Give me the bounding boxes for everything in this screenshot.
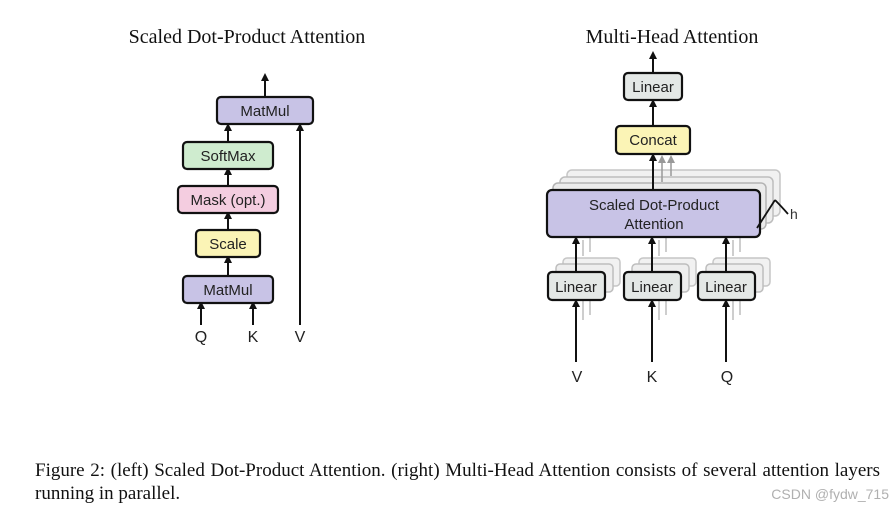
- matmul-top-label: MatMul: [240, 103, 289, 120]
- softmax-box: SoftMax: [181, 140, 275, 171]
- linear-v-box: Linear: [546, 270, 607, 302]
- q-mha-input-label: Q: [721, 369, 733, 386]
- v-input-label: V: [295, 329, 306, 346]
- scale-label: Scale: [209, 236, 247, 253]
- matmul-bottom-label: MatMul: [203, 282, 252, 299]
- k-mha-input-label: K: [647, 369, 658, 386]
- attention-label-line1: Scaled Dot-Product: [589, 197, 720, 214]
- linear-top-box: Linear: [622, 71, 684, 102]
- attention-label-line2: Attention: [624, 216, 683, 233]
- linear-v-label: Linear: [555, 279, 597, 296]
- linear-top-label: Linear: [632, 79, 674, 96]
- heads-marker: h: [756, 199, 798, 229]
- parallel-head-arrows: [658, 155, 675, 182]
- concat-box: Concat: [614, 124, 692, 156]
- attention-box: Scaled Dot-Product Attention: [545, 188, 762, 239]
- matmul-bottom-box: MatMul: [181, 274, 275, 305]
- q-input-label: Q: [195, 329, 207, 346]
- scaled-dot-product-diagram: MatMul SoftMax Mask (opt.) Scale MatMul …: [176, 73, 315, 346]
- mask-box: Mask (opt.): [176, 184, 280, 215]
- mask-label: Mask (opt.): [190, 192, 265, 209]
- v-mha-input-label: V: [572, 369, 583, 386]
- concat-label: Concat: [629, 132, 677, 149]
- linear-q-box: Linear: [696, 270, 757, 302]
- right-diagram-title: Multi-Head Attention: [585, 26, 759, 48]
- k-input-label: K: [248, 329, 259, 346]
- multi-head-attention-diagram: Linear Concat Scaled Dot-Product Attenti…: [545, 51, 798, 386]
- scale-box: Scale: [194, 228, 262, 259]
- figure-caption: Figure 2: (left) Scaled Dot-Product Atte…: [35, 460, 880, 504]
- softmax-label: SoftMax: [200, 148, 256, 165]
- watermark: CSDN @fydw_715: [771, 486, 889, 502]
- left-diagram-title: Scaled Dot-Product Attention: [128, 26, 366, 48]
- linear-q-label: Linear: [705, 279, 747, 296]
- linear-k-box: Linear: [622, 270, 683, 302]
- heads-label: h: [790, 206, 798, 222]
- parallel-connectors: [582, 236, 741, 256]
- linear-k-label: Linear: [631, 279, 673, 296]
- matmul-top-box: MatMul: [215, 95, 315, 126]
